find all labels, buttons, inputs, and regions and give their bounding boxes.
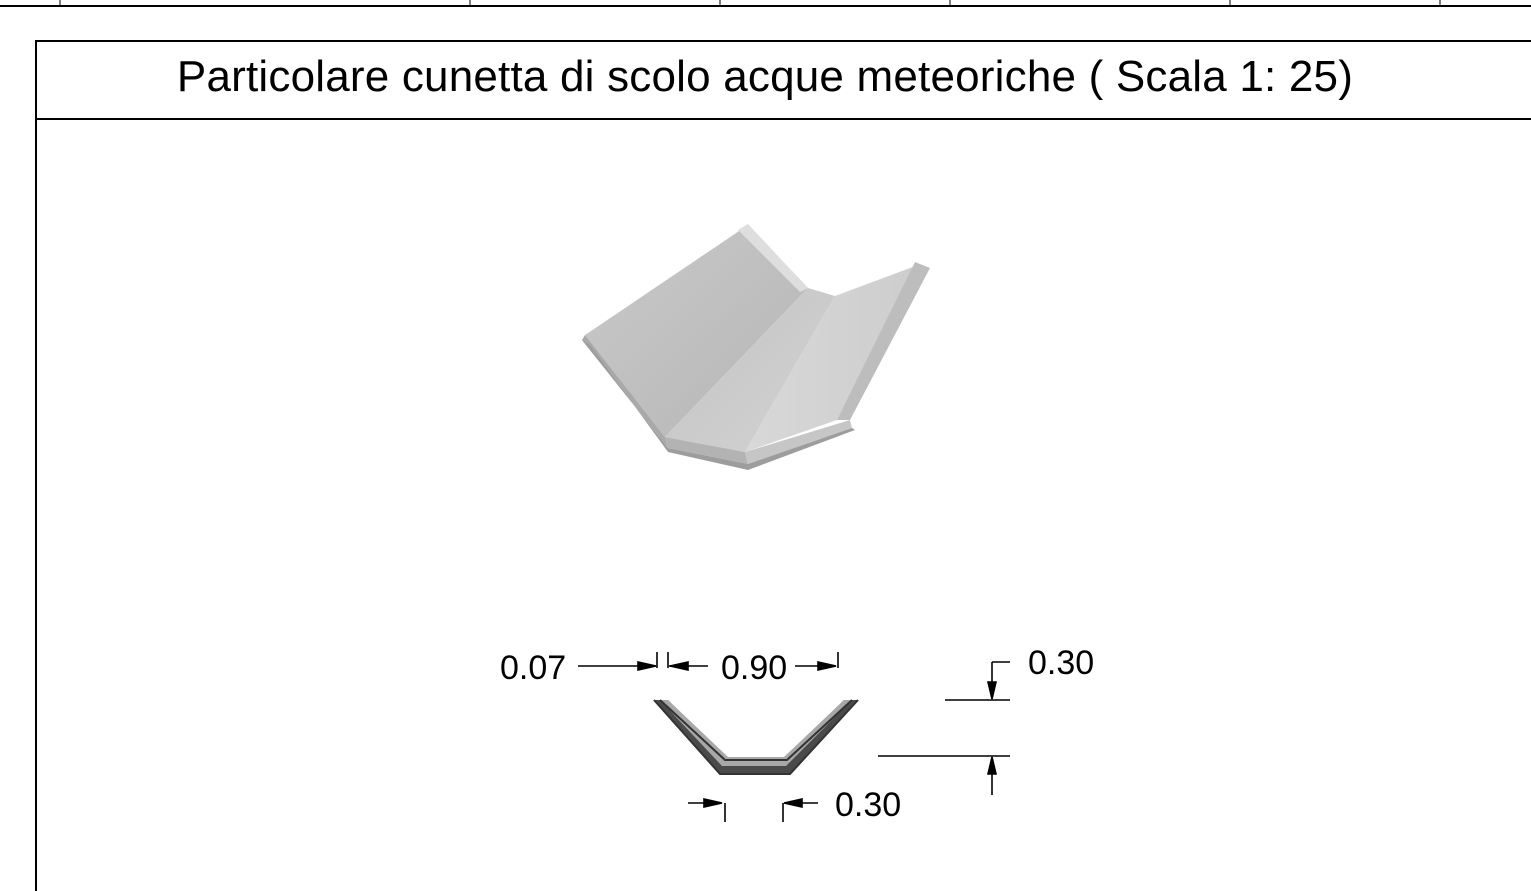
section-inner-edge bbox=[659, 699, 853, 761]
dim-height-bottom-arrowhead bbox=[986, 756, 998, 775]
dim-width-right-arrowhead bbox=[817, 661, 837, 671]
dimension-labels: 0.07 0.90 0.30 0.30 bbox=[500, 644, 1094, 824]
title-block: Particolare cunetta di scolo acque meteo… bbox=[37, 42, 1531, 120]
drawing-title: Particolare cunetta di scolo acque meteo… bbox=[176, 52, 1354, 101]
section-outer-edge bbox=[653, 699, 859, 775]
dim-width-left-arrowhead bbox=[669, 661, 689, 671]
right-wall-face bbox=[745, 265, 918, 452]
dim-thickness-arrowhead bbox=[637, 661, 657, 671]
bottom-slab-edge bbox=[665, 437, 748, 464]
dim-label-side-offset: 0.30 bbox=[835, 786, 901, 824]
section-inner-layer bbox=[660, 700, 852, 766]
right-rim-edge bbox=[837, 262, 930, 420]
left-slab-edge bbox=[582, 335, 668, 448]
dim-bottom-right-arrowhead bbox=[783, 798, 803, 808]
dim-label-height: 0.30 bbox=[1028, 644, 1094, 682]
ditch-3d-render bbox=[582, 224, 930, 470]
cross-section-profile bbox=[653, 699, 859, 775]
channel-bottom-face bbox=[665, 288, 835, 452]
dim-bottom-left-arrowhead bbox=[703, 798, 723, 808]
left-wall-face bbox=[585, 225, 808, 437]
top-border-strip bbox=[0, 0, 1531, 7]
dim-label-bottom-width: 0.90 bbox=[721, 649, 787, 687]
left-rim-edge bbox=[738, 224, 808, 292]
drawing-frame: Particolare cunetta di scolo acque meteo… bbox=[35, 40, 1531, 891]
dim-label-thickness: 0.07 bbox=[500, 649, 566, 687]
dimension-annotations bbox=[578, 652, 1010, 822]
right-slab-edge bbox=[745, 420, 852, 464]
dim-height-top-arrowhead bbox=[986, 681, 998, 700]
